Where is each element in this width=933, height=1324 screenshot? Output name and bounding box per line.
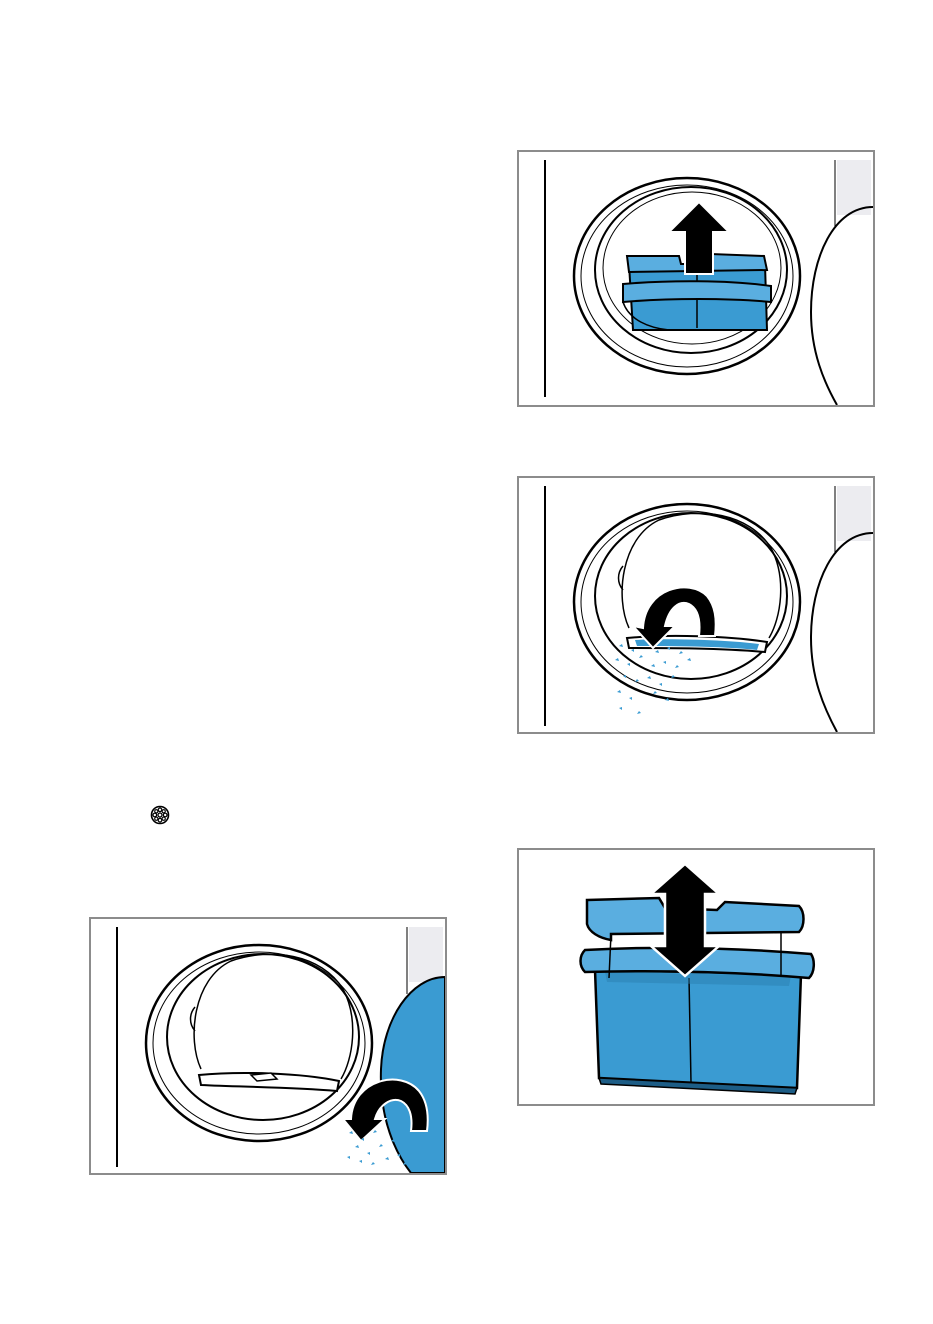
filter-symbol-icon bbox=[150, 805, 170, 825]
dryer-door-icon bbox=[146, 945, 372, 1141]
figure-door-seal-clean bbox=[89, 917, 447, 1175]
figure-filter-housing-empty bbox=[517, 476, 875, 734]
open-door-edge bbox=[811, 207, 873, 405]
open-door-edge bbox=[811, 533, 873, 732]
open-door-panel bbox=[381, 977, 445, 1173]
filter-lift-out-illustration bbox=[519, 152, 873, 405]
door-seal-clean-illustration bbox=[91, 919, 445, 1173]
control-panel-shape bbox=[409, 927, 443, 982]
figure-filter-lift-out bbox=[517, 150, 875, 407]
filter-housing-empty-illustration bbox=[519, 478, 873, 732]
figure-filter-open-close bbox=[517, 848, 875, 1106]
filter-open-close-illustration bbox=[519, 850, 873, 1104]
